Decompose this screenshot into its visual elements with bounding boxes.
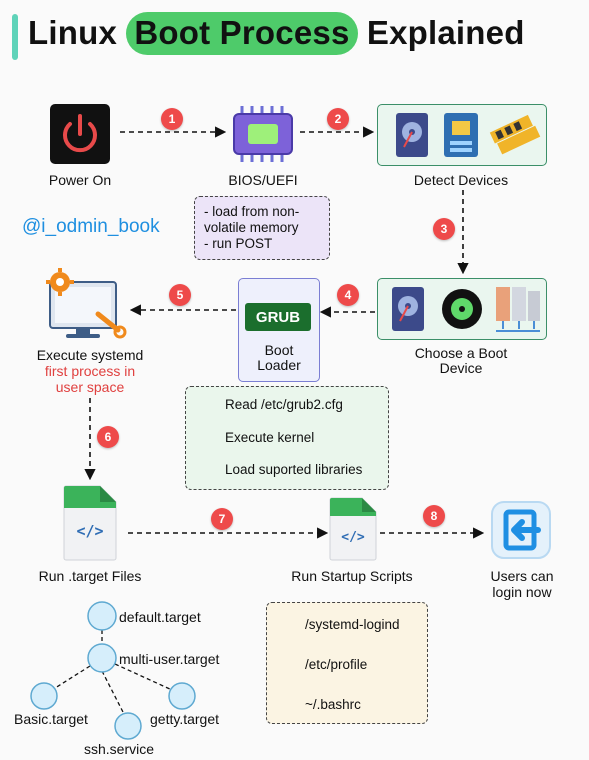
systemd-label: Execute systemd <box>36 347 144 363</box>
bios-label: BIOS/UEFI <box>228 172 298 188</box>
login-icon <box>488 498 554 562</box>
hard-drive-icon <box>392 287 424 331</box>
title-part1: Linux <box>28 14 117 51</box>
code-glyph: </> <box>341 530 365 545</box>
grub-label-line2: Loader <box>257 357 301 373</box>
choose-label-line1: Choose a Boot <box>414 345 508 361</box>
tree-leaf-getty-label: getty.target <box>150 711 220 727</box>
tree-leaf-basic-label: Basic.target <box>14 711 88 727</box>
detect-devices-card <box>377 104 547 166</box>
page-title: Linux Boot Process Explained <box>28 12 525 55</box>
title-highlight: Boot Process <box>126 12 358 55</box>
startup-scripts-label: Run Startup Scripts <box>291 568 413 584</box>
grub-label: Boot Loader <box>239 343 319 373</box>
step-badge-7: 7 <box>211 508 233 530</box>
choose-boot-device-card <box>377 278 547 340</box>
ram-stick-icon <box>489 114 541 155</box>
step-badge-2: 2 <box>327 108 349 130</box>
tree-root-label: default.target <box>119 609 201 625</box>
tree-node-root <box>87 601 117 631</box>
grub-note-read: Read /etc/grub2.cfg <box>225 397 343 412</box>
optical-disc-icon <box>442 289 482 329</box>
step-badge-3: 3 <box>433 218 455 240</box>
systemd-sublabel-line2: user space <box>55 379 125 395</box>
script-note-logind: /systemd-logind <box>305 617 400 632</box>
target-file-icon: </> <box>62 484 118 562</box>
grub-label-line1: Boot <box>264 342 294 358</box>
gear-icon <box>46 268 74 296</box>
grub-badge: GRUB <box>245 303 311 331</box>
step-badge-1: 1 <box>161 108 183 130</box>
choose-label-line2: Device <box>439 360 483 376</box>
script-note-profile: /etc/profile <box>305 657 368 672</box>
tree-node-getty <box>168 682 196 710</box>
title-part2: Explained <box>366 14 525 51</box>
tree-node-mid <box>87 643 117 673</box>
bios-note-line: - run POST <box>204 236 273 251</box>
author-handle: @i_odmin_book <box>22 216 160 237</box>
detect-devices-label: Detect Devices <box>413 172 509 188</box>
title-accent-bar <box>12 14 18 60</box>
grub-note-kernel: Execute kernel <box>225 430 315 445</box>
tree-mid-label: multi-user.target <box>119 651 220 667</box>
target-files-label: Run .target Files <box>38 568 142 584</box>
grub-notes-panel: Read /etc/grub2.cfg Execute kernel Load … <box>185 386 389 490</box>
choose-boot-device-label: Choose a Boot Device <box>377 346 545 376</box>
systemd-label-group: Execute systemd first process in user sp… <box>10 347 170 395</box>
step-badge-4: 4 <box>337 284 359 306</box>
step-badge-6: 6 <box>97 426 119 448</box>
bios-note-line: volatile memory <box>204 220 299 235</box>
grub-note-libraries: Load suported libraries <box>225 462 363 477</box>
tree-node-ssh <box>114 712 142 740</box>
step-badge-5: 5 <box>169 284 191 306</box>
users-label-line2: login now <box>492 584 552 600</box>
script-note-bashrc: ~/.bashrc <box>305 697 361 712</box>
bios-notes-panel: - load from non- volatile memory - run P… <box>194 196 330 260</box>
systemd-sublabel-line1: first process in <box>44 363 136 379</box>
startup-notes-panel: /systemd-logind /etc/profile ~/.bashrc <box>266 602 428 724</box>
wrench-icon <box>95 311 127 339</box>
power-on-label: Power On <box>48 172 112 188</box>
users-label-line1: Users can <box>490 568 554 584</box>
bios-note-line: - load from non- <box>204 204 300 219</box>
code-glyph: </> <box>76 522 104 540</box>
bios-chip-icon <box>228 104 298 164</box>
tree-leaf-ssh-label: ssh.service <box>84 741 155 757</box>
tree-edge-mid-basic <box>51 665 91 691</box>
startup-script-icon: </> <box>328 496 378 562</box>
tree-edge-mid-ssh <box>101 670 125 715</box>
users-login-label: Users can login now <box>470 568 574 600</box>
power-button-icon <box>50 104 110 164</box>
hard-drive-icon <box>396 113 428 157</box>
monitor-gear-icon <box>40 268 130 342</box>
grub-bootloader-card: GRUB Boot Loader <box>238 278 320 382</box>
motherboard-icon <box>444 113 478 157</box>
tree-edge-mid-getty <box>114 663 173 691</box>
server-rack-icon <box>496 287 540 332</box>
tree-node-basic <box>30 682 58 710</box>
step-badge-8: 8 <box>423 505 445 527</box>
